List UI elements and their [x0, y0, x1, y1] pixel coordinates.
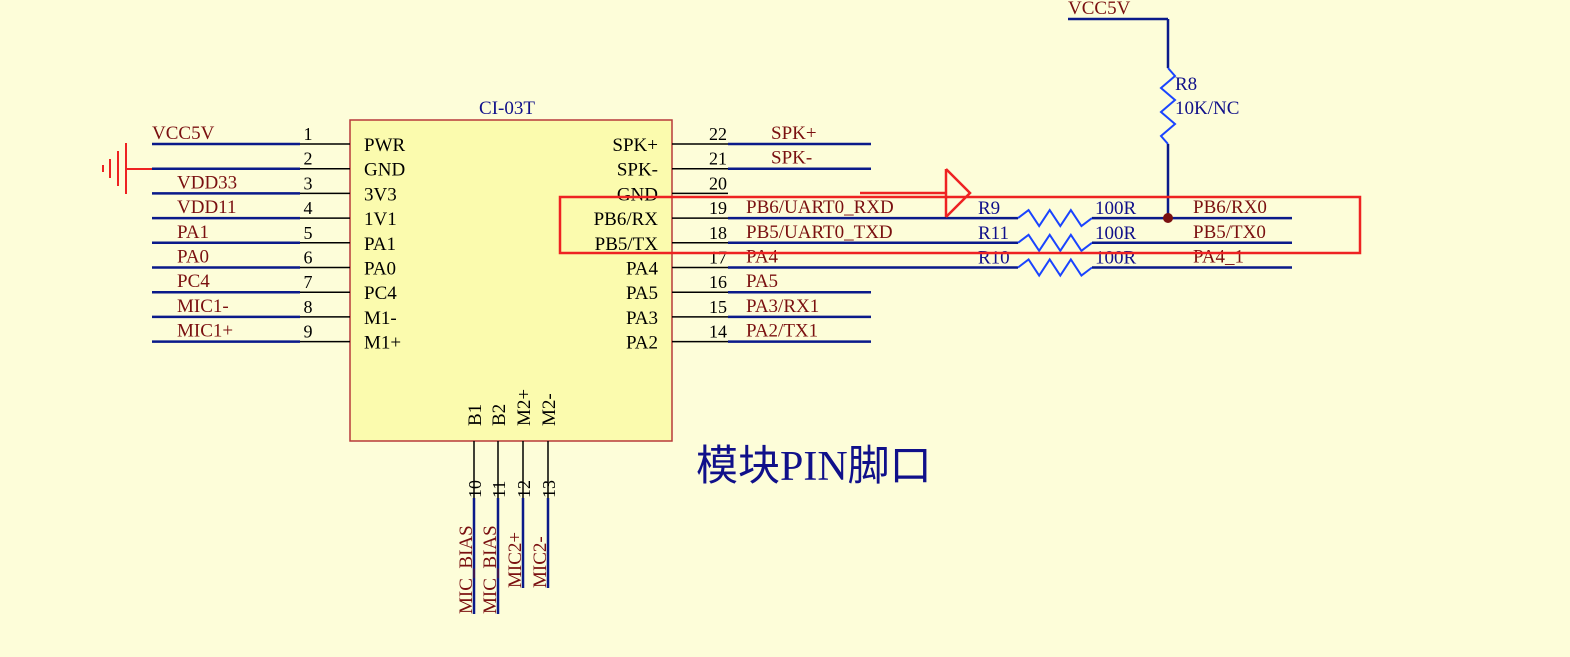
- bottom-pin-label: B1: [465, 404, 486, 426]
- right-net-label: SPK+: [771, 123, 817, 144]
- right-pin-number: 14: [709, 322, 727, 342]
- left-net-label: VCC5V: [152, 123, 215, 144]
- junction-dot: [1163, 213, 1173, 223]
- left-pin-number: 3: [304, 173, 313, 193]
- left-pin-number: 7: [304, 272, 313, 292]
- left-net-label: VDD11: [177, 197, 236, 218]
- pullup-resistor: VCC5V R8 10K/NC: [1068, 0, 1239, 223]
- left-pin-label: GND: [364, 160, 405, 181]
- output-net-label: PA4_1: [1193, 247, 1244, 268]
- left-net-label: MIC1-: [177, 296, 229, 317]
- right-pin-label: PB6/RX: [594, 209, 659, 230]
- right-pin-number: 21: [709, 149, 727, 169]
- left-net-label: MIC1+: [177, 321, 233, 342]
- series-resistor-icon[interactable]: [1017, 232, 1093, 253]
- r8-resistor-icon[interactable]: [1159, 67, 1177, 145]
- left-pin-number: 9: [304, 322, 313, 342]
- r8-ref: R8: [1175, 74, 1197, 95]
- ground-symbol-icon: [102, 143, 152, 194]
- left-pin-number: 8: [304, 297, 313, 317]
- bottom-net-label: MIC_BIAS: [480, 525, 501, 614]
- right-pin-label: PB5/TX: [595, 234, 659, 255]
- left-pin-number: 6: [304, 248, 313, 268]
- right-pins: 22SPK+SPK+21SPK-SPK-20GND19PB6/RXPB6/UAR…: [594, 123, 1018, 354]
- arrow-head-icon: [945, 168, 972, 218]
- bottom-pin-label: M2+: [514, 389, 535, 426]
- right-pin-number: 17: [709, 248, 727, 268]
- right-net-label: PA4: [746, 247, 779, 268]
- bottom-pin-label: B2: [489, 404, 510, 426]
- right-pin-label: PA3: [626, 308, 658, 329]
- bottom-pin-number: 12: [514, 480, 534, 498]
- right-pin-label: PA5: [626, 283, 658, 304]
- chip-name: CI-03T: [479, 98, 535, 119]
- left-pin-label: M1+: [364, 333, 401, 354]
- chip-body[interactable]: [349, 119, 673, 442]
- bottom-net-label: MIC_BIAS: [456, 525, 477, 614]
- right-net-label: SPK-: [771, 148, 812, 169]
- right-pin-label: SPK-: [617, 160, 658, 181]
- left-net-label: PC4: [177, 271, 210, 292]
- left-pin-number: 4: [304, 198, 313, 218]
- r8-value: 10K/NC: [1175, 98, 1239, 119]
- bottom-pin-label: M2-: [539, 393, 560, 426]
- left-pin-label: PA1: [364, 234, 396, 255]
- pullup-supply-label: VCC5V: [1068, 0, 1131, 19]
- bottom-net-label: MIC2+: [505, 532, 526, 588]
- left-pin-label: 1V1: [364, 209, 397, 230]
- resistor-value: 100R: [1095, 223, 1137, 244]
- right-pin-number: 15: [709, 297, 727, 317]
- left-pin-label: PA0: [364, 259, 396, 280]
- right-pin-number: 16: [709, 272, 727, 292]
- left-net-label: VDD33: [177, 172, 237, 193]
- resistor-value: 100R: [1095, 248, 1137, 269]
- right-pin-number: 20: [709, 173, 727, 193]
- right-pin-number: 22: [709, 124, 727, 144]
- right-pin-label: PA2: [626, 333, 658, 354]
- resistor-ref: R11: [978, 223, 1009, 244]
- right-net-label: PA3/RX1: [746, 296, 819, 317]
- right-net-label: PA2/TX1: [746, 321, 818, 342]
- left-pin-label: M1-: [364, 308, 397, 329]
- left-pin-label: PC4: [364, 283, 397, 304]
- right-pin-number: 18: [709, 223, 727, 243]
- right-pin-label: SPK+: [612, 135, 658, 156]
- left-net-label: PA0: [177, 247, 209, 268]
- right-net-label: PB5/UART0_TXD: [746, 222, 893, 243]
- right-pin-label: GND: [617, 184, 658, 205]
- right-net-label: PA5: [746, 271, 778, 292]
- bottom-pin-number: 11: [489, 481, 509, 498]
- left-net-label: PA1: [177, 222, 209, 243]
- left-pin-number: 1: [304, 124, 313, 144]
- series-resistor-icon[interactable]: [1017, 208, 1093, 228]
- right-net-label: PB6/UART0_RXD: [746, 197, 894, 218]
- bottom-pin-number: 10: [465, 480, 485, 498]
- uart-highlight-box: [558, 195, 1362, 255]
- diagram-title: 模块PIN脚口: [696, 444, 932, 490]
- resistor-ref: R10: [978, 248, 1010, 269]
- bottom-net-label: MIC2-: [530, 536, 551, 588]
- left-pin-label: PWR: [364, 135, 406, 156]
- right-pin-number: 19: [709, 198, 727, 218]
- resistor-ref: R9: [978, 198, 1000, 219]
- left-pins: 1PWRVCC5V2GND33V3VDD3341V1VDD115PA1PA16P…: [152, 123, 406, 354]
- resistor-value: 100R: [1095, 198, 1137, 219]
- output-net-label: PB5/TX0: [1193, 222, 1266, 243]
- output-net-label: PB6/RX0: [1193, 197, 1267, 218]
- left-pin-label: 3V3: [364, 184, 397, 205]
- bottom-pin-number: 13: [539, 480, 559, 498]
- right-pin-label: PA4: [626, 259, 659, 280]
- series-resistor-icon[interactable]: [1017, 257, 1093, 278]
- left-pin-number: 5: [304, 223, 313, 243]
- left-pin-number: 2: [304, 149, 313, 169]
